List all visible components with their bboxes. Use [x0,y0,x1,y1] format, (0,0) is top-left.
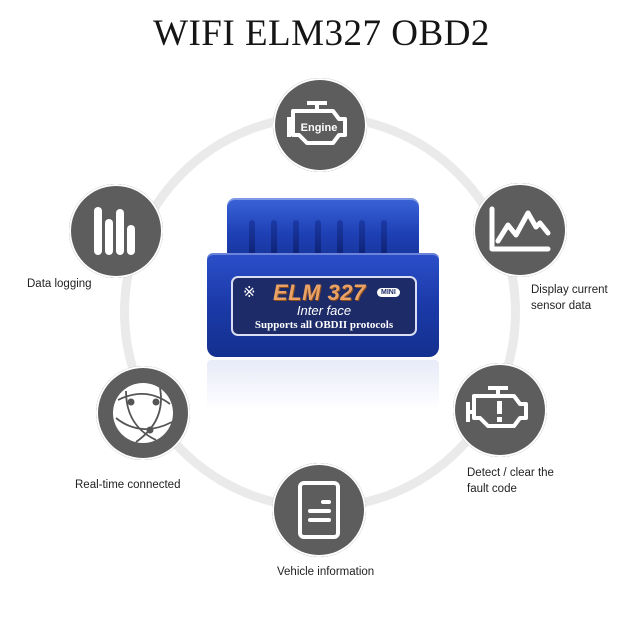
device-brand: ELM 327 [273,280,366,305]
device-body: ※ ELM 327 MINI Inter face Supports all O… [207,253,439,357]
label-line: fault code [467,483,517,495]
globe-network-icon [96,366,190,460]
engine-icon: Engine [273,78,367,172]
device-reflection [207,360,439,410]
label-line: Detect / clear the [467,467,554,479]
device-subtitle: Inter face [296,303,352,318]
device-label: ※ ELM 327 MINI Inter face Supports all O… [231,276,417,336]
svg-text:Engine: Engine [301,122,338,134]
bar-chart-icon [69,184,163,278]
label-sensor-data: Display current sensor data [531,282,608,314]
document-icon [272,463,366,557]
mini-badge: MINI [377,288,400,297]
label-line: sensor data [531,300,592,312]
line-chart-icon [473,183,567,277]
label-fault-code: Detect / clear the fault code [467,465,554,497]
device-tagline: Supports all OBDII protocols [254,319,394,331]
bluetooth-icon: ※ [243,284,256,301]
label-line: Display current [531,284,608,296]
page-title: WIFI ELM327 OBD2 [153,13,490,54]
device-connector [227,198,419,260]
label-realtime: Real-time connected [75,479,181,491]
elm327-device: ※ ELM 327 MINI Inter face Supports all O… [207,198,439,358]
label-data-logging: Data logging [27,278,92,290]
label-vehicle-info: Vehicle information [277,566,375,578]
check-engine-warning-icon [453,363,547,457]
